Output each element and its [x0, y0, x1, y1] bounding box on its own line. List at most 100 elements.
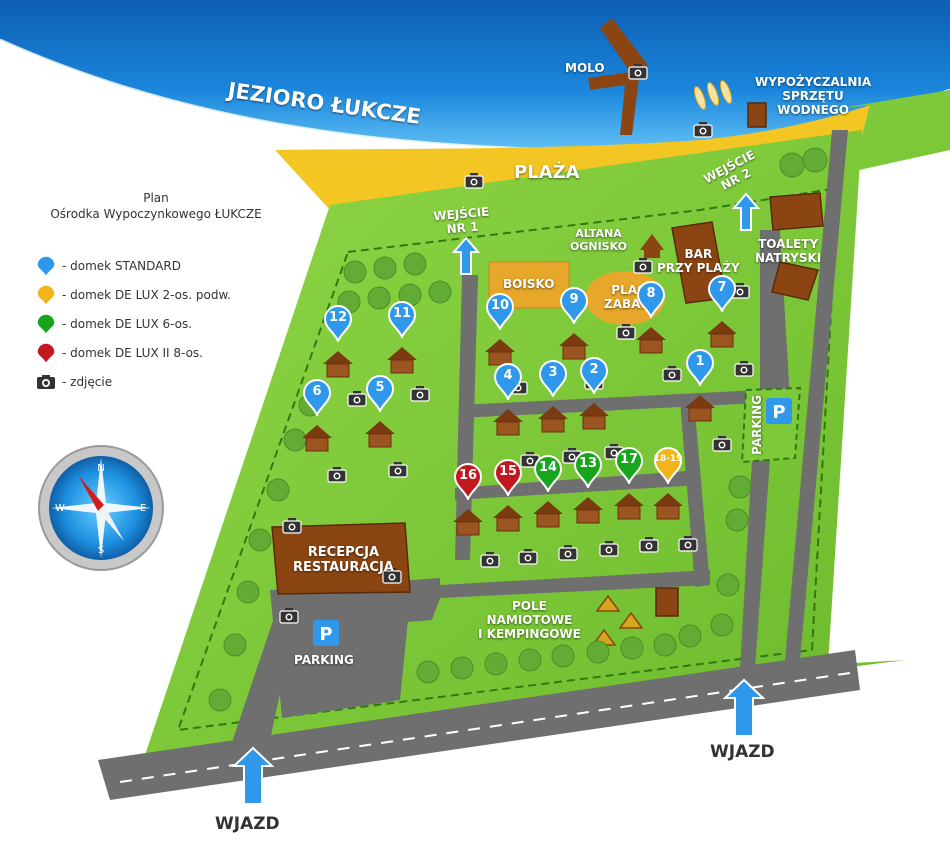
gazebo-label-line: ALTANA	[575, 227, 622, 240]
cabin-pin-2[interactable]: 2	[579, 356, 609, 396]
rental-label-line: WYPOŻYCZALNIA	[755, 75, 872, 89]
svg-text:W: W	[55, 503, 65, 514]
rental-label-line: SPRZĘTU	[782, 88, 844, 103]
house-icon	[493, 409, 523, 436]
camera-icon	[279, 608, 299, 624]
cabin-number: 2	[589, 362, 599, 377]
pier	[588, 18, 648, 135]
cabin-number: 13	[578, 456, 598, 471]
bar-label: BAR PRZY PLAŻY	[657, 247, 740, 276]
tree-icon	[367, 286, 391, 310]
cabin-pin-12[interactable]: 12	[323, 304, 353, 344]
rental-building	[747, 102, 767, 128]
cabin-pin-17[interactable]: 17	[614, 446, 644, 486]
tree-icon	[416, 660, 440, 684]
lake	[0, 0, 950, 151]
tree-icon	[208, 688, 232, 712]
map-pin-icon	[36, 285, 56, 307]
toilets-label-line: NATRYSKI	[755, 250, 822, 265]
house-icon	[365, 421, 395, 448]
cabin-pin-18-19[interactable]: 18-19	[653, 446, 683, 486]
cabin-pin-10[interactable]: 10	[485, 292, 515, 332]
internal-road-v2	[680, 400, 710, 587]
house-icon	[559, 333, 589, 360]
road-entrance-right	[740, 460, 770, 668]
legend-title-line: Plan	[143, 191, 169, 205]
cabin-pin-1[interactable]: 1	[685, 348, 715, 388]
parking-area-left-gap	[400, 598, 440, 622]
cabin-pin-11[interactable]: 11	[387, 300, 417, 340]
tent-icon	[618, 611, 644, 629]
camera-icon	[639, 537, 659, 553]
trees	[208, 147, 828, 712]
house-icon	[579, 403, 609, 430]
cabin-number: 17	[619, 452, 639, 467]
cabin-number: 1	[695, 354, 705, 369]
cabin-number: 11	[392, 306, 412, 321]
gazebo-label: ALTANA OGNISKO	[570, 227, 627, 253]
camera-icon	[712, 436, 732, 452]
tree-icon	[710, 613, 734, 637]
field-label: BOISKO	[503, 277, 555, 291]
cabin-pin-15[interactable]: 15	[493, 458, 523, 498]
tree-icon	[653, 633, 677, 657]
map-pin-icon	[36, 256, 56, 278]
house-icon	[485, 339, 515, 366]
camping-label-line: NAMIOTOWE	[486, 612, 573, 627]
cabin-number: 15	[498, 464, 518, 479]
surfboard-icon	[706, 82, 720, 106]
cabin-pin-13[interactable]: 13	[573, 450, 603, 490]
pier-label: MOLO	[565, 61, 605, 75]
cabin-pin-3[interactable]: 3	[538, 359, 568, 399]
reception-label: RECEPCJA RESTAURACJA	[293, 545, 394, 576]
map-pin-icon	[36, 343, 56, 365]
parking-sign-right	[766, 398, 792, 424]
camera-icon	[37, 375, 55, 389]
cabin-pin-5[interactable]: 5	[365, 374, 395, 414]
rental-label: WYPOŻYCZALNIA SPRZĘTU WODNEGO	[755, 75, 872, 117]
reception-label-line: RECEPCJA	[307, 545, 380, 560]
tree-icon	[283, 428, 307, 452]
bar-label-line: BAR	[684, 247, 713, 261]
legend-item-label: - domek DE LUX 2-os. podw.	[62, 288, 231, 302]
entrance1-label: WEJŚCIE NR 1	[433, 205, 491, 238]
camera-icon	[464, 173, 484, 189]
house-icon	[533, 501, 563, 528]
cabin-number: 8	[646, 286, 656, 301]
camera-icon	[734, 361, 754, 377]
cabin-pin-4[interactable]: 4	[493, 362, 523, 402]
camera-icon	[693, 122, 713, 138]
cabin-pin-16[interactable]: 16	[453, 462, 483, 502]
parking-left-label: PARKING	[294, 653, 354, 667]
arrow-up-icon	[451, 236, 481, 275]
cabin-number: 14	[538, 460, 558, 475]
reception-building	[271, 522, 411, 595]
legend-item-label: - domek STANDARD	[62, 259, 181, 273]
toilets-building-2	[771, 261, 819, 301]
svg-text:S: S	[98, 545, 104, 556]
camping-label-line: I KEMPINGOWE	[478, 626, 581, 641]
cabin-pin-8[interactable]: 8	[636, 280, 666, 320]
house-icon	[707, 321, 737, 348]
legend-title: Plan Ośrodka Wypoczynkowego ŁUKCZE	[36, 190, 276, 222]
house-icon	[685, 395, 715, 422]
road-right-vertical	[785, 130, 848, 660]
cabin-number: 12	[328, 310, 348, 325]
bar-label-line: PRZY PLAŻY	[657, 260, 740, 275]
tree-icon	[586, 640, 610, 664]
cabin-pin-14[interactable]: 14	[533, 454, 563, 494]
cabin-pin-9[interactable]: 9	[559, 286, 589, 326]
tree-icon	[678, 624, 702, 648]
legend-item-label: - zdjęcie	[62, 375, 113, 389]
house-icon	[538, 406, 568, 433]
parking-sign-right-text: P	[772, 402, 785, 423]
cabin-number: 18-19	[653, 454, 683, 464]
cabin-pin-7[interactable]: 7	[707, 274, 737, 314]
house-icon	[302, 425, 332, 452]
arrows	[231, 192, 766, 805]
cabin-pin-6[interactable]: 6	[302, 378, 332, 418]
compass-icon: N E S W	[38, 445, 164, 571]
camera-icon	[388, 462, 408, 478]
houses	[302, 321, 737, 536]
house-icon	[387, 347, 417, 374]
